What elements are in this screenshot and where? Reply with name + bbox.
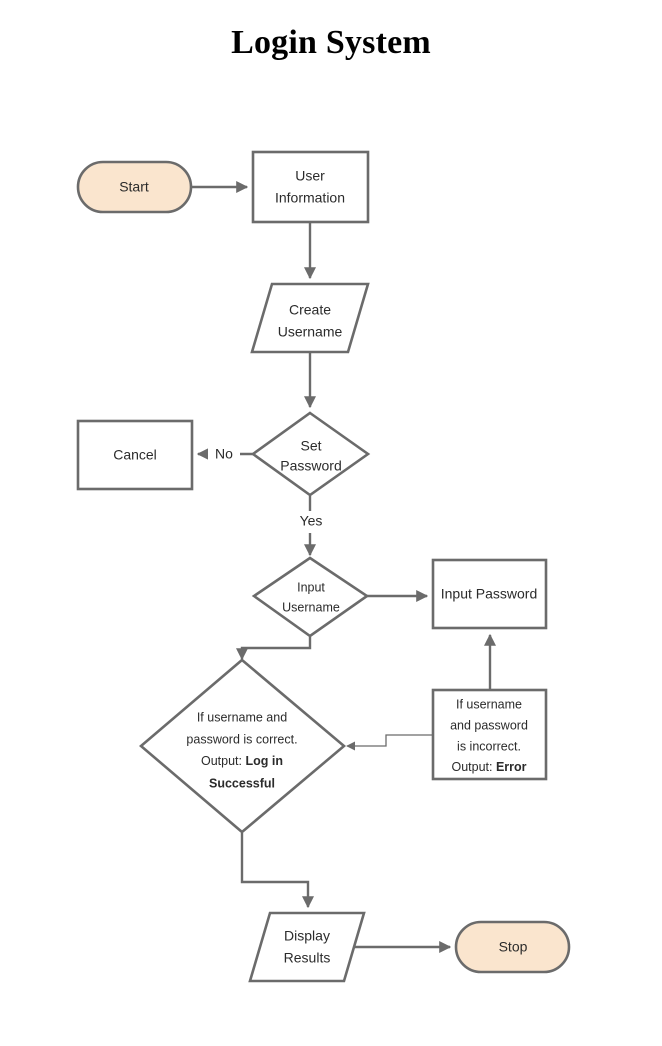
edge-label-yes: Yes bbox=[300, 513, 323, 529]
edge-label-layer: No Yes bbox=[208, 443, 329, 533]
edge-input-username-to-check-correct bbox=[236, 637, 312, 661]
display-results-label-line2: Results bbox=[284, 950, 331, 966]
check-incorrect-label-line1: If username bbox=[456, 697, 522, 711]
node-input-password[interactable]: Input Password bbox=[431, 558, 548, 630]
display-results-label-line1: Display bbox=[284, 928, 330, 944]
node-display-results[interactable]: Display Results bbox=[248, 911, 366, 983]
node-cancel[interactable]: Cancel bbox=[76, 419, 194, 491]
display-results-shape bbox=[248, 911, 366, 983]
input-username-shape bbox=[251, 556, 370, 638]
node-input-username[interactable]: Input Username bbox=[251, 556, 370, 638]
check-incorrect-label-line4: Output: Error bbox=[451, 760, 526, 774]
node-set-password[interactable]: Set Password bbox=[250, 411, 371, 497]
node-user-information[interactable]: User Information bbox=[251, 150, 370, 224]
check-correct-label-line4: Successful bbox=[209, 776, 275, 790]
edge-label-yes-backdrop bbox=[293, 511, 329, 533]
edge-layer bbox=[191, 181, 496, 953]
stop-shape bbox=[454, 920, 571, 974]
start-label: Start bbox=[119, 179, 149, 195]
input-username-label-line1: Input bbox=[297, 580, 325, 594]
check-incorrect-label-line2: and password bbox=[450, 718, 528, 732]
check-correct-label-line1: If username and bbox=[197, 710, 287, 724]
create-username-label-line1: Create bbox=[289, 302, 331, 318]
set-password-label-line2: Password bbox=[280, 458, 341, 474]
node-start[interactable]: Start bbox=[76, 160, 193, 214]
set-password-label-line1: Set bbox=[300, 438, 321, 454]
edge-check-incorrect-to-check-correct bbox=[346, 734, 433, 751]
check-correct-label-line3: Output: Log in bbox=[201, 754, 283, 768]
create-username-label-line2: Username bbox=[278, 324, 343, 340]
node-check-incorrect[interactable]: If username and password is incorrect. O… bbox=[431, 688, 548, 781]
set-password-shape bbox=[250, 411, 371, 497]
page-title: Login System bbox=[231, 24, 431, 61]
node-check-correct[interactable]: If username and password is correct. Out… bbox=[138, 658, 347, 834]
input-password-label: Input Password bbox=[441, 586, 538, 602]
edge-check-correct-to-display-results bbox=[240, 833, 314, 909]
create-username-shape bbox=[250, 282, 370, 354]
check-correct-shape bbox=[138, 658, 347, 834]
user-information-label-line1: User bbox=[295, 168, 325, 184]
input-password-shape bbox=[431, 558, 548, 630]
node-stop[interactable]: Stop bbox=[454, 920, 571, 974]
check-correct-label-line2: password is correct. bbox=[186, 732, 297, 746]
start-shape bbox=[76, 160, 193, 214]
input-username-label-line2: Username bbox=[282, 600, 340, 614]
check-incorrect-shape bbox=[431, 688, 548, 781]
user-information-label-line2: Information bbox=[275, 190, 345, 206]
cancel-label: Cancel bbox=[113, 447, 157, 463]
cancel-shape bbox=[76, 419, 194, 491]
edge-label-no: No bbox=[215, 446, 233, 462]
user-information-shape bbox=[251, 150, 370, 224]
stop-label: Stop bbox=[499, 939, 528, 955]
edge-label-no-backdrop bbox=[208, 443, 240, 465]
node-create-username[interactable]: Create Username bbox=[250, 282, 370, 354]
check-incorrect-label-line3: is incorrect. bbox=[457, 739, 521, 753]
